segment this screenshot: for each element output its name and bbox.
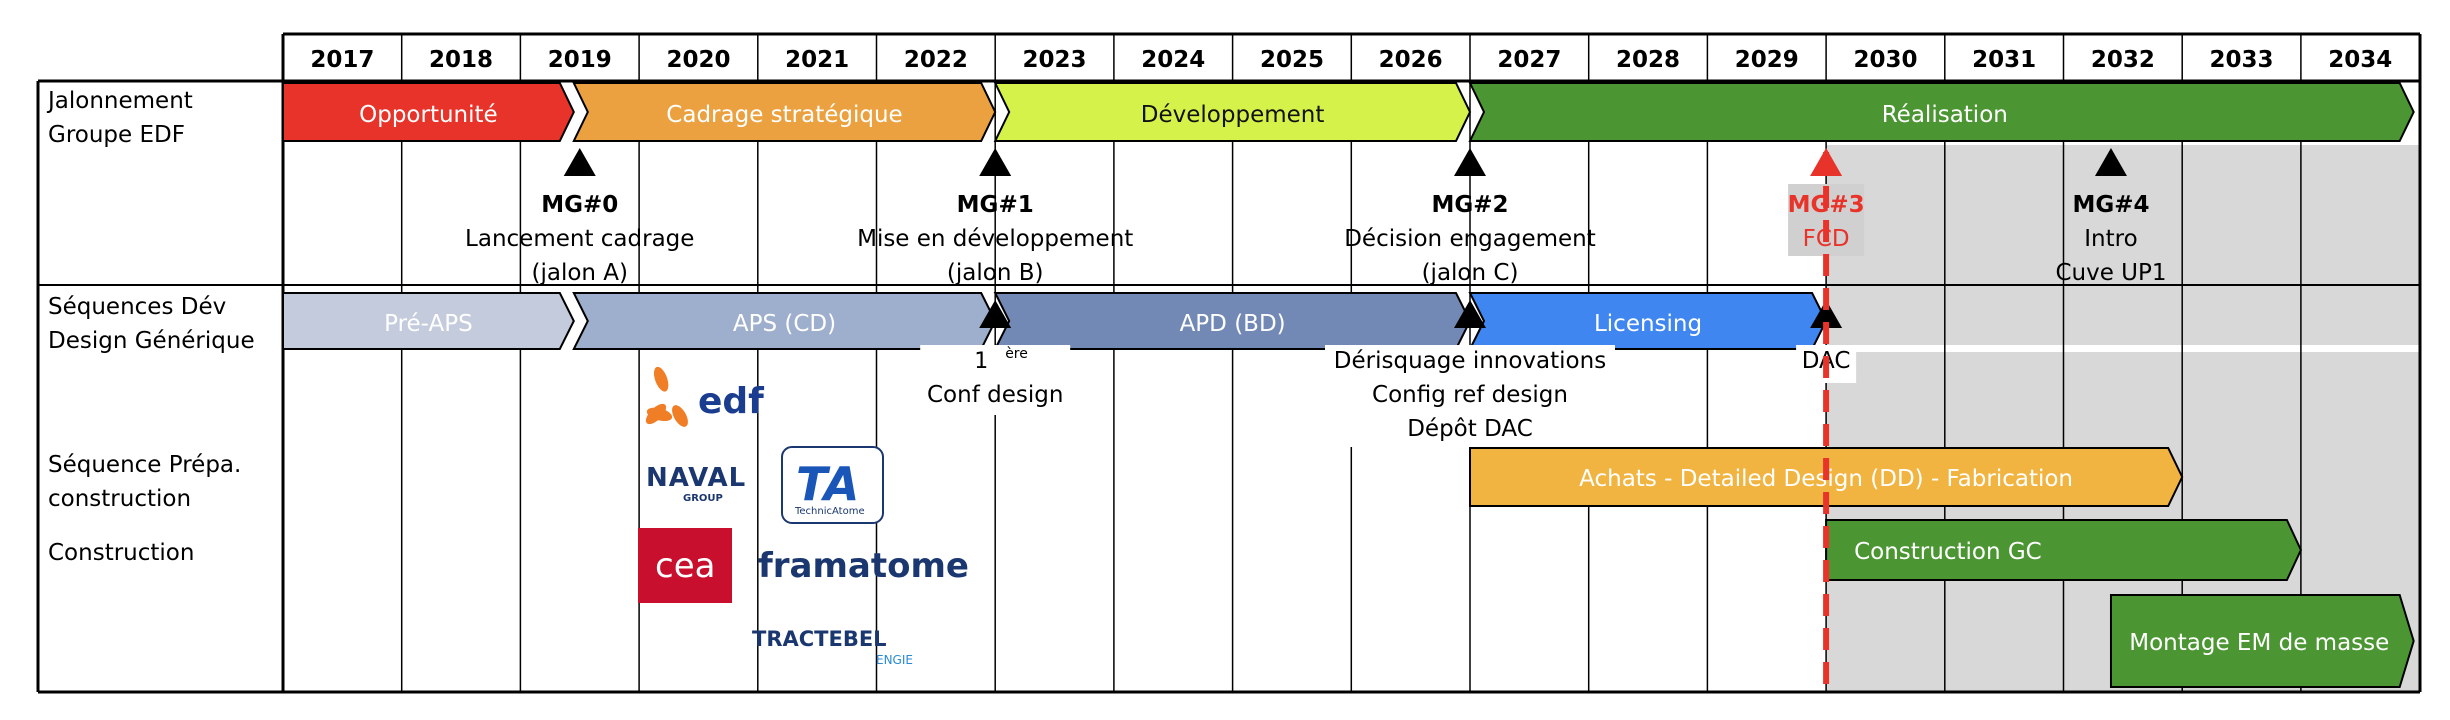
year-label-2028: 2028: [1616, 47, 1680, 73]
edf-logo: edf: [645, 366, 764, 427]
year-label-2019: 2019: [548, 47, 612, 73]
design-label-1: APS (CD): [733, 311, 836, 337]
framatome-logo: framatome: [758, 546, 969, 586]
design-milestone-text-0-1: Conf design: [927, 382, 1063, 408]
year-label-2022: 2022: [904, 47, 968, 73]
year-label-2032: 2032: [2091, 47, 2155, 73]
post-fcd-shaded-area: [1826, 285, 2420, 345]
design-milestone-triangle-0: [979, 300, 1012, 328]
design-milestone-text-1-2: Dépôt DAC: [1407, 416, 1533, 442]
row-label-sequences-dev-2: Design Générique: [48, 328, 255, 354]
post-fcd-shaded-area: [1826, 145, 2420, 285]
milestone-text-0-2: (jalon A): [531, 260, 628, 286]
milestone-text-2-0: MG#2: [1431, 192, 1508, 218]
design-label-3: Licensing: [1594, 311, 1702, 337]
cea-square: [638, 528, 732, 603]
phase-label-2: Développement: [1141, 102, 1325, 128]
phase-bars: Opportunité Cadrage stratégique Développem…: [282, 82, 2415, 142]
table-frame: [36, 32, 2422, 694]
year-label-2031: 2031: [1972, 47, 2036, 73]
tractebel-logo: TRACTEBEL ENGIE: [752, 627, 913, 667]
phase-bar-1: [572, 82, 997, 142]
phase-bar-2: [993, 82, 1472, 142]
naval-group-text: GROUP: [683, 493, 723, 504]
construction-bar-1: [2109, 594, 2415, 688]
design-label-0: Pré-APS: [384, 311, 473, 337]
construction-bar-label-1: Montage EM de masse: [2129, 630, 2389, 656]
phase-label-1: Cadrage stratégique: [666, 102, 902, 128]
milestone-text-2-2: (jalon C): [1422, 260, 1519, 286]
milestone-text-0-0: MG#0: [541, 192, 618, 218]
design-sequence-bars: Pré-APS APS (CD) APD (BD) Licensing: [282, 292, 1828, 350]
milestone-text-2-1: Décision engagement: [1344, 226, 1596, 252]
row-label-jalonnement-2: Groupe EDF: [48, 122, 185, 148]
design-milestone-triangle-2: [1810, 300, 1843, 328]
framatome-wordmark: framatome: [758, 546, 969, 586]
cea-wordmark: cea: [655, 546, 715, 586]
year-label-2025: 2025: [1260, 47, 1324, 73]
edf-wordmark: edf: [698, 381, 764, 422]
milestone-text-0-1: Lancement cadrage: [465, 226, 694, 252]
phase-bar-3: [1468, 82, 2415, 142]
year-label-2021: 2021: [785, 47, 849, 73]
row-label-sequence-prepa-1: Séquence Prépa.: [48, 452, 241, 478]
year-label-2024: 2024: [1141, 47, 1205, 73]
technicatome-frame: [781, 446, 884, 524]
design-bar-0: [282, 292, 575, 350]
design-milestone-text-0-0: 1: [974, 349, 988, 374]
engie-wordmark: ENGIE: [876, 653, 913, 667]
row-label-construction: Construction: [48, 540, 194, 566]
row-label-sequences-dev-1: Séquences Dév: [48, 294, 226, 320]
row-labels: Jalonnement Groupe EDF Séquences Dév Des…: [46, 88, 255, 566]
design-label-2: APD (BD): [1180, 311, 1286, 337]
technicatome-mark: TA: [796, 457, 859, 511]
tractebel-wordmark: TRACTEBEL: [752, 627, 887, 651]
design-milestone-sup: ère: [1005, 346, 1028, 362]
phase-bar-0: [282, 82, 575, 142]
naval-wordmark: NAVAL: [646, 463, 746, 493]
year-label-2030: 2030: [1853, 47, 1917, 73]
row-label-sequence-prepa-2: construction: [48, 486, 191, 512]
milestone-triangle-2: [1454, 148, 1486, 176]
design-milestone-bg: [1325, 345, 1615, 447]
milestone-text-4-2: Cuve UP1: [2055, 260, 2166, 286]
milestone-text-4-0: MG#4: [2072, 192, 2149, 218]
cea-logo: cea: [638, 528, 732, 603]
phase-label-0: Opportunité: [359, 102, 498, 128]
design-milestone-bg: [920, 345, 1071, 415]
naval-group-logo: NAVAL GROUP: [646, 463, 746, 504]
milestone-triangle-1: [979, 148, 1012, 176]
year-label-2023: 2023: [1023, 47, 1087, 73]
phase-label-3: Réalisation: [1882, 102, 2008, 128]
year-label-2034: 2034: [2328, 47, 2392, 73]
design-milestone-triangle-1: [1454, 300, 1486, 328]
technicatome-name: TechnicAtome: [794, 506, 865, 517]
design-milestone-text-1-1: Config ref design: [1372, 382, 1568, 408]
year-label-2027: 2027: [1497, 47, 1561, 73]
milestone-triangle-0: [563, 148, 596, 176]
year-label-2026: 2026: [1379, 47, 1443, 73]
year-label-2029: 2029: [1735, 47, 1799, 73]
milestone-text-1-2: (jalon B): [947, 260, 1044, 286]
milestone-text-1-0: MG#1: [957, 192, 1034, 218]
technicatome-logo: TA TechnicAtome: [781, 446, 884, 524]
milestone-text-1-1: Mise en développement: [857, 226, 1133, 252]
edf-flower-icon: [645, 366, 688, 427]
year-label-2018: 2018: [429, 47, 493, 73]
year-label-2033: 2033: [2210, 47, 2274, 73]
row-label-jalonnement-1: Jalonnement: [46, 88, 193, 114]
design-milestone-text-1-0: Dérisquage innovations: [1334, 348, 1606, 374]
milestone-text-4-1: Intro: [2084, 226, 2137, 252]
milestone-triangle-4: [2094, 148, 2127, 176]
construction-bar-label-0: Construction GC: [1854, 539, 2042, 565]
year-header: 2017 2018 2019 2020 2021 2022 2023 2024 2025 2026…: [310, 47, 2392, 73]
year-label-2017: 2017: [310, 47, 374, 73]
year-label-2020: 2020: [666, 47, 730, 73]
